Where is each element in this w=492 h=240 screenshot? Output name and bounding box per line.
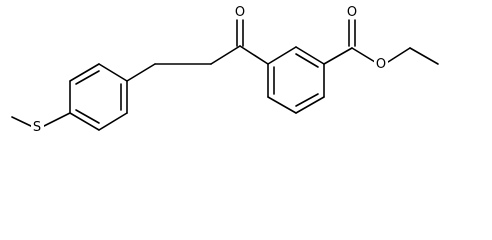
bond-ring-ester: [323, 47, 353, 65]
left-benzene-ring: [69, 63, 128, 131]
ketone-oxygen-label: O: [235, 5, 245, 20]
bond-ch2-carbonyl: [210, 45, 241, 65]
bond-ring-ch2: [126, 63, 156, 82]
bond-o-ethyl: [387, 47, 411, 63]
ester-carbonyl-oxygen-label: O: [347, 5, 357, 20]
ester-ether-oxygen-label: O: [376, 57, 386, 72]
bond-methyl-s: [11, 116, 34, 128]
bond-ethyl: [409, 47, 439, 65]
right-benzene-ring: [267, 46, 325, 114]
bond-carbonyl-ring: [239, 45, 269, 65]
sulfur-atom-label: S: [33, 120, 41, 135]
bond-s-ring: [41, 112, 71, 128]
structure-canvas: S O O O: [11, 3, 439, 135]
bond-ester-o: [351, 47, 376, 63]
molecule-structure: S O O O: [11, 3, 439, 135]
